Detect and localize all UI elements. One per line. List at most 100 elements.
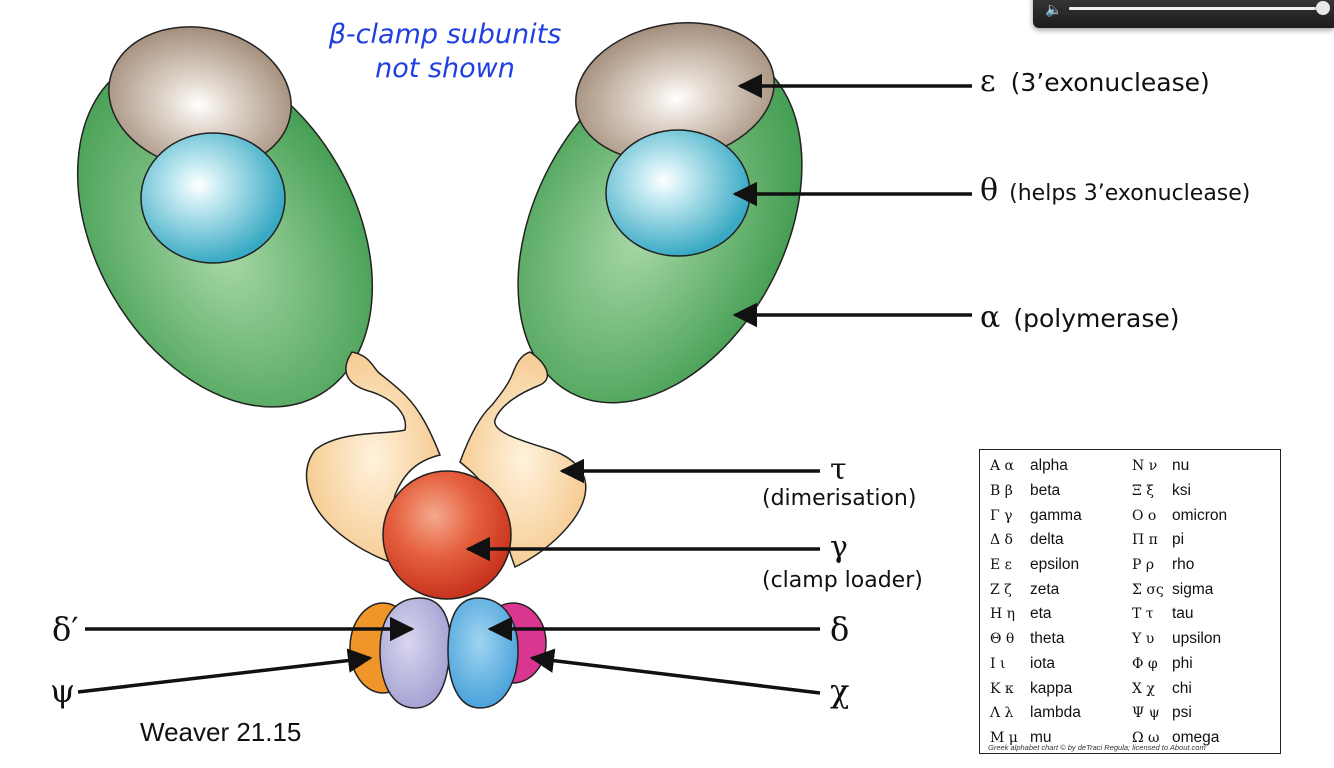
greek-row: Β β beta — [980, 479, 1082, 504]
greek-letter-name: tau — [1172, 605, 1194, 623]
greek-letter-symbol: Ο ο — [1132, 507, 1157, 524]
greek-letter-symbol: Ρ ρ — [1132, 557, 1155, 574]
greek-letter-symbol: Σ σς — [1132, 581, 1164, 598]
psi-symbol: ψ — [50, 672, 76, 710]
theta-symbol: θ — [980, 173, 999, 208]
media-controls[interactable]: 🔈 — [1033, 0, 1334, 28]
greek-letter-name: lambda — [1030, 704, 1081, 722]
psi-arrow — [77, 648, 373, 694]
greek-letter-name: sigma — [1172, 580, 1214, 598]
chi-symbol: χ — [830, 672, 850, 710]
greek-letter-name: kappa — [1030, 679, 1073, 697]
greek-row: Π π pi — [1122, 528, 1227, 553]
greek-row: Ξ ξ ksi — [1122, 479, 1227, 504]
greek-letter-name: chi — [1172, 679, 1192, 697]
greek-letter-name: phi — [1172, 654, 1193, 672]
greek-letter-symbol: Β β — [990, 483, 1013, 500]
greek-row: Γ γ gamma — [980, 503, 1082, 528]
volume-slider-handle[interactable] — [1316, 1, 1330, 15]
greek-letter-name: delta — [1030, 531, 1064, 549]
tau-subunit-right — [459, 351, 587, 569]
clamp-note-line2: not shown — [375, 53, 515, 84]
chi-arrow — [529, 648, 821, 695]
greek-letter-symbol: Ι ι — [990, 655, 1006, 672]
greek-row: Χ χ chi — [1122, 676, 1227, 701]
greek-row: Η η eta — [980, 602, 1082, 627]
greek-letter-symbol: Κ κ — [990, 680, 1014, 697]
clamp-note-line1: β-clamp subunits — [328, 19, 562, 50]
greek-letter-name: epsilon — [1030, 556, 1080, 574]
delta-prime-symbol: δ′ — [52, 610, 79, 648]
greek-letter-symbol: Χ χ — [1132, 680, 1155, 697]
greek-letter-name: mu — [1030, 728, 1052, 746]
greek-letter-symbol: Μ μ — [990, 729, 1018, 746]
delta-prime-subunit — [379, 597, 452, 709]
greek-letter-name: iota — [1030, 654, 1055, 672]
greek-letter-symbol: Θ θ — [990, 631, 1015, 648]
greek-letter-name: beta — [1030, 482, 1061, 500]
greek-row: Ω ω omega — [1122, 726, 1227, 751]
greek-letter-symbol: Ζ ζ — [990, 581, 1012, 598]
greek-row: Ρ ρ rho — [1122, 553, 1227, 578]
greek-letter-symbol: Ψ ψ — [1132, 705, 1160, 722]
epsilon-symbol: ε — [980, 64, 996, 99]
gamma-subunit — [382, 470, 512, 600]
theta-description: (helps 3’exonuclease) — [1009, 181, 1251, 206]
greek-letter-symbol: Γ γ — [990, 507, 1013, 524]
greek-row: Λ λ lambda — [980, 701, 1082, 726]
greek-letter-symbol: Π π — [1132, 532, 1158, 549]
greek-row: Ι ι iota — [980, 652, 1082, 677]
volume-slider[interactable] — [1069, 7, 1317, 10]
gamma-description: (clamp loader) — [762, 568, 923, 593]
alpha-symbol: α — [980, 300, 1001, 335]
left-core — [76, 26, 374, 408]
epsilon-label: ε (3’exonuclease) — [980, 64, 1210, 99]
pointer-arrows — [77, 73, 972, 695]
greek-letter-name: pi — [1172, 531, 1185, 549]
greek-letter-name: nu — [1172, 457, 1190, 475]
greek-letter-name: ksi — [1172, 482, 1191, 500]
theta-subunit-left — [140, 132, 286, 264]
greek-letter-symbol: Δ δ — [990, 532, 1013, 549]
greek-letter-symbol: Η η — [990, 606, 1016, 623]
greek-letter-name: theta — [1030, 630, 1065, 648]
greek-letter-symbol: Λ λ — [990, 705, 1014, 722]
greek-letter-name: gamma — [1030, 506, 1082, 524]
theta-label: θ (helps 3’exonuclease) — [980, 173, 1250, 208]
greek-letter-symbol: Φ φ — [1132, 655, 1158, 672]
speaker-icon[interactable]: 🔈 — [1045, 2, 1063, 18]
greek-row: Μ μ mu — [980, 726, 1082, 751]
greek-letter-name: eta — [1030, 605, 1052, 623]
greek-row: Φ φ phi — [1122, 652, 1227, 677]
greek-row: Ψ ψ psi — [1122, 701, 1227, 726]
right-core — [517, 22, 803, 404]
greek-letter-symbol: Υ υ — [1132, 631, 1155, 648]
greek-row: Υ υ upsilon — [1122, 627, 1227, 652]
volume-fill — [1069, 7, 1315, 10]
greek-letter-name: psi — [1172, 704, 1192, 722]
greek-letter-symbol: Ω ω — [1132, 729, 1160, 746]
greek-row: Θ θ theta — [980, 627, 1082, 652]
greek-letter-symbol: Ξ ξ — [1132, 483, 1155, 500]
greek-row: Σ σς sigma — [1122, 577, 1227, 602]
greek-letter-symbol: Α α — [990, 458, 1015, 475]
greek-letter-name: rho — [1172, 556, 1195, 574]
greek-letter-name: upsilon — [1172, 630, 1222, 648]
greek-row: Κ κ kappa — [980, 676, 1082, 701]
alpha-label: α (polymerase) — [980, 300, 1180, 335]
greek-chart-credit: Greek alphabet chart © by deTraci Regula… — [988, 743, 1206, 752]
epsilon-description: (3’exonuclease) — [1010, 68, 1210, 97]
greek-letter-name: omega — [1172, 728, 1220, 746]
gamma-symbol: γ — [830, 530, 848, 565]
clamp-note: β-clamp subunits not shown — [295, 18, 595, 86]
tau-symbol: τ — [830, 452, 847, 487]
